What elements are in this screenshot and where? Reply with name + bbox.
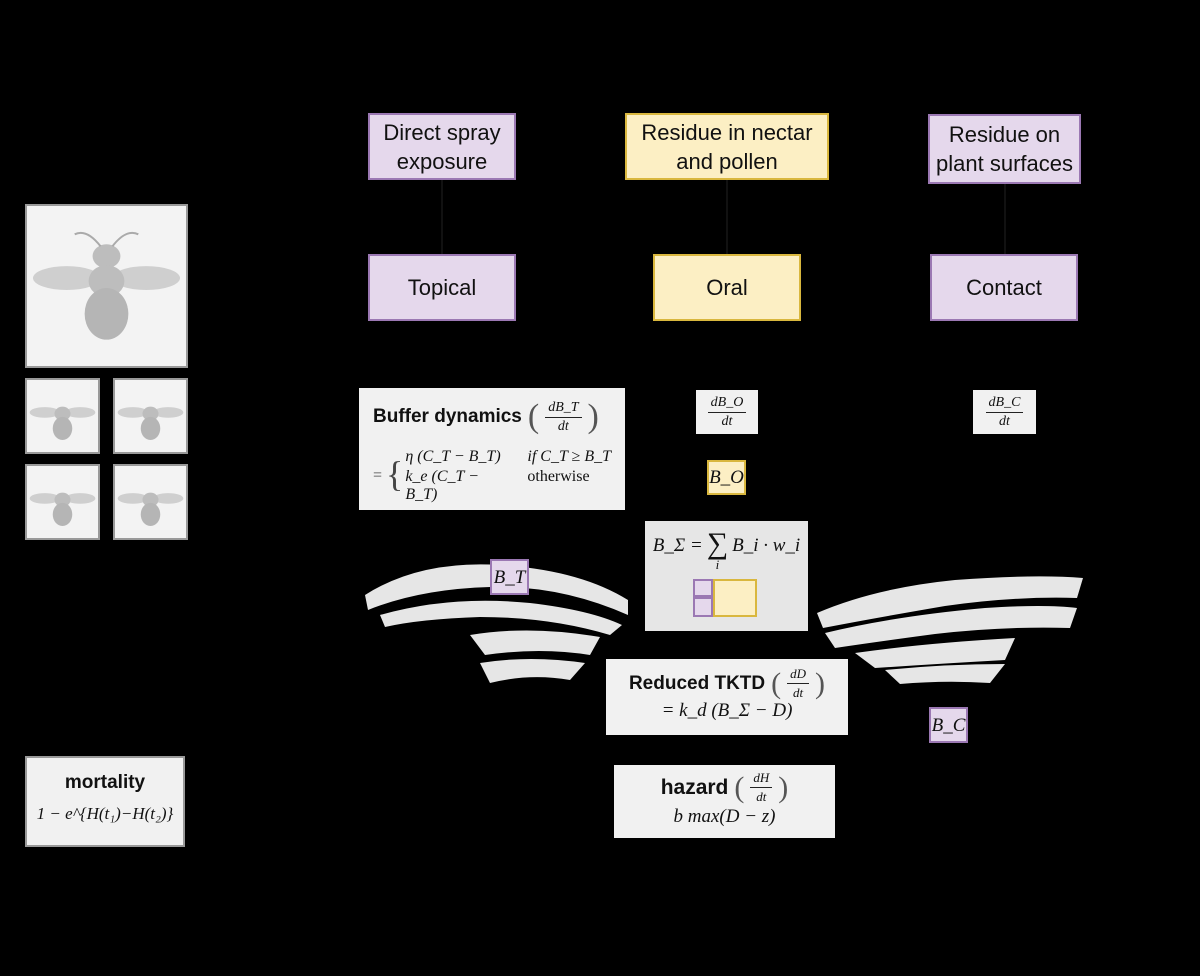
weighted-sum-panel: B_Σ = ∑ i B_i · w_i	[645, 521, 808, 631]
hazard-panel: hazard ( dH dt ) b max(D − z)	[614, 765, 835, 838]
bee-image-large	[25, 204, 188, 368]
hazard-equation: b max(D − z)	[673, 806, 776, 827]
bee-image-small-4	[113, 464, 188, 540]
connector-nectar-oral	[726, 180, 728, 254]
pathway-contact: Contact	[930, 254, 1078, 321]
hazard-header: hazard ( dH dt )	[660, 769, 789, 806]
buffer-title: Buffer dynamics	[373, 406, 522, 427]
mortality-panel: mortality 1 − e^{H(t₁)−H(t₂)}	[25, 756, 185, 847]
bee-illustration-icon	[117, 492, 184, 526]
mortality-title: mortality	[64, 772, 146, 793]
weight-purple-bottom	[693, 597, 713, 617]
bee-image-small-2	[113, 378, 188, 454]
buffer-dynamics-panel: Buffer dynamics ( dB_T dt ) = { η (C_T −…	[359, 388, 625, 510]
hazard-title: hazard	[660, 775, 729, 799]
bee-illustration-icon	[29, 406, 96, 440]
sum-equation: B_Σ = ∑ i B_i · w_i	[652, 527, 801, 572]
bee-illustration-icon	[29, 492, 96, 526]
tktd-equation: = k_d (B_Σ − D)	[661, 700, 793, 721]
label-bo: B_O	[707, 460, 746, 495]
bee-illustration-icon	[32, 231, 181, 340]
tktd-fraction: dD dt	[787, 665, 810, 702]
buffer-header: Buffer dynamics ( dB_T dt )	[373, 398, 599, 436]
bee-illustration-icon	[117, 406, 184, 440]
pathway-topical: Topical	[368, 254, 516, 321]
tktd-title: Reduced TKTD	[628, 672, 766, 694]
left-wing-icon	[365, 564, 628, 683]
contact-rate-panel: dB_C dt	[973, 390, 1036, 434]
connector-spray-topical	[441, 180, 443, 254]
oral-rate-panel: dB_O dt	[696, 390, 758, 434]
hazard-fraction: dH dt	[750, 769, 773, 806]
route-direct-spray: Direct spray exposure	[368, 113, 516, 180]
buffer-rate-fraction: dB_T dt	[545, 399, 582, 436]
pathway-oral: Oral	[653, 254, 801, 321]
label-bt: B_T	[490, 559, 529, 595]
connector-surfaces-contact	[1004, 184, 1006, 254]
weight-yellow	[713, 579, 757, 617]
bee-image-small-3	[25, 464, 100, 540]
buffer-cases: η (C_T − B_T) if C_T ≥ B_T k_e (C_T − B_…	[405, 448, 611, 503]
buffer-equation: = { η (C_T − B_T) if C_T ≥ B_T k_e (C_T …	[373, 448, 611, 503]
tktd-panel: Reduced TKTD ( dD dt ) = k_d (B_Σ − D)	[606, 659, 848, 735]
tktd-header: Reduced TKTD ( dD dt )	[628, 665, 826, 702]
weight-purple-top	[693, 579, 713, 597]
mortality-equation: 1 − e^{H(t₁)−H(t₂)}	[36, 804, 174, 823]
right-wing-icon	[817, 576, 1083, 684]
oral-rate-fraction: dB_O dt	[707, 394, 747, 431]
contact-rate-fraction: dB_C dt	[985, 394, 1024, 431]
route-nectar-pollen: Residue in nectar and pollen	[625, 113, 829, 180]
route-plant-surfaces: Residue on plant surfaces	[928, 114, 1081, 184]
bee-image-small-1	[25, 378, 100, 454]
label-bc: B_C	[929, 707, 968, 743]
